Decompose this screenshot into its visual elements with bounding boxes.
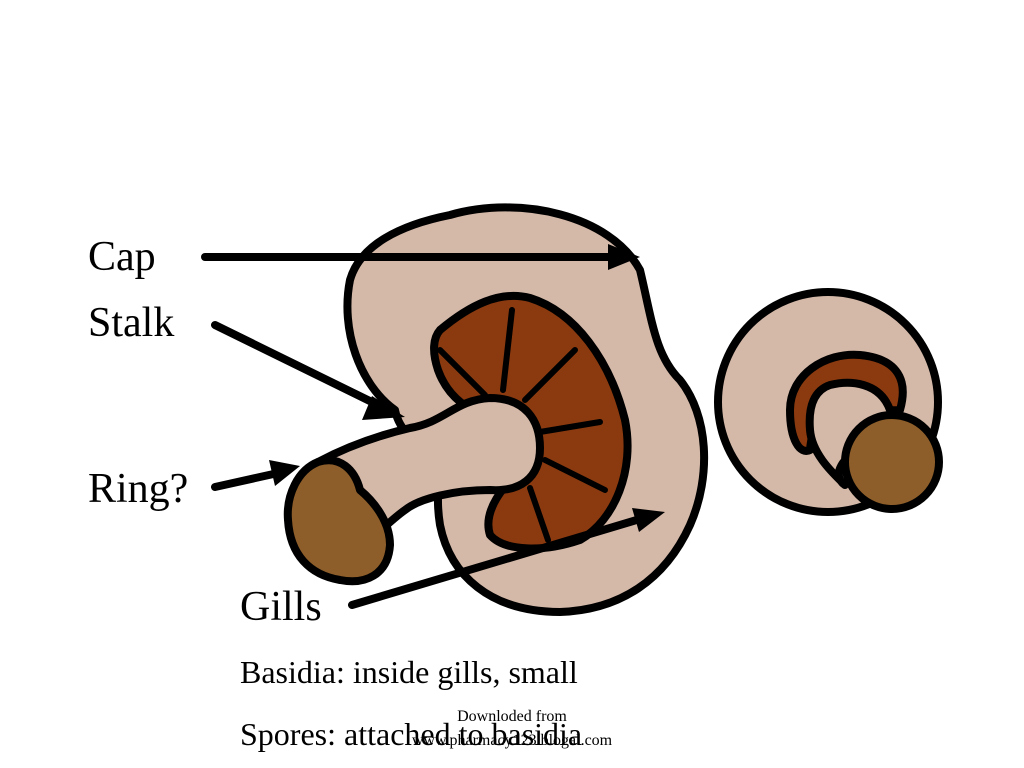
stalk-base (283, 456, 394, 586)
credit-line-1: Downloded from (457, 708, 567, 725)
ring-arrow-head (269, 460, 300, 486)
cap-label: Cap (88, 234, 156, 280)
ring-arrow (211, 469, 282, 491)
ring-label: Ring? (88, 466, 189, 512)
pointer-arrows (201, 253, 644, 609)
spores-note: Spores: attached to basidia (240, 716, 583, 752)
gills-label: Gills (240, 584, 322, 630)
gills-arrow (348, 515, 644, 609)
second-mushroom (714, 288, 943, 516)
stalk-label: Stalk (88, 300, 175, 346)
gills-arrow-head (632, 508, 665, 532)
arrow-heads (269, 244, 665, 532)
stalk-arrow-head (362, 396, 405, 420)
gill-lines (437, 307, 608, 543)
credit-line-2: www.pharmacy123.blogal.com (411, 732, 613, 749)
cap-arrow-head (608, 244, 640, 270)
basidia-note: Basidia: inside gills, small (240, 654, 578, 690)
stalk-arrow (211, 321, 384, 410)
